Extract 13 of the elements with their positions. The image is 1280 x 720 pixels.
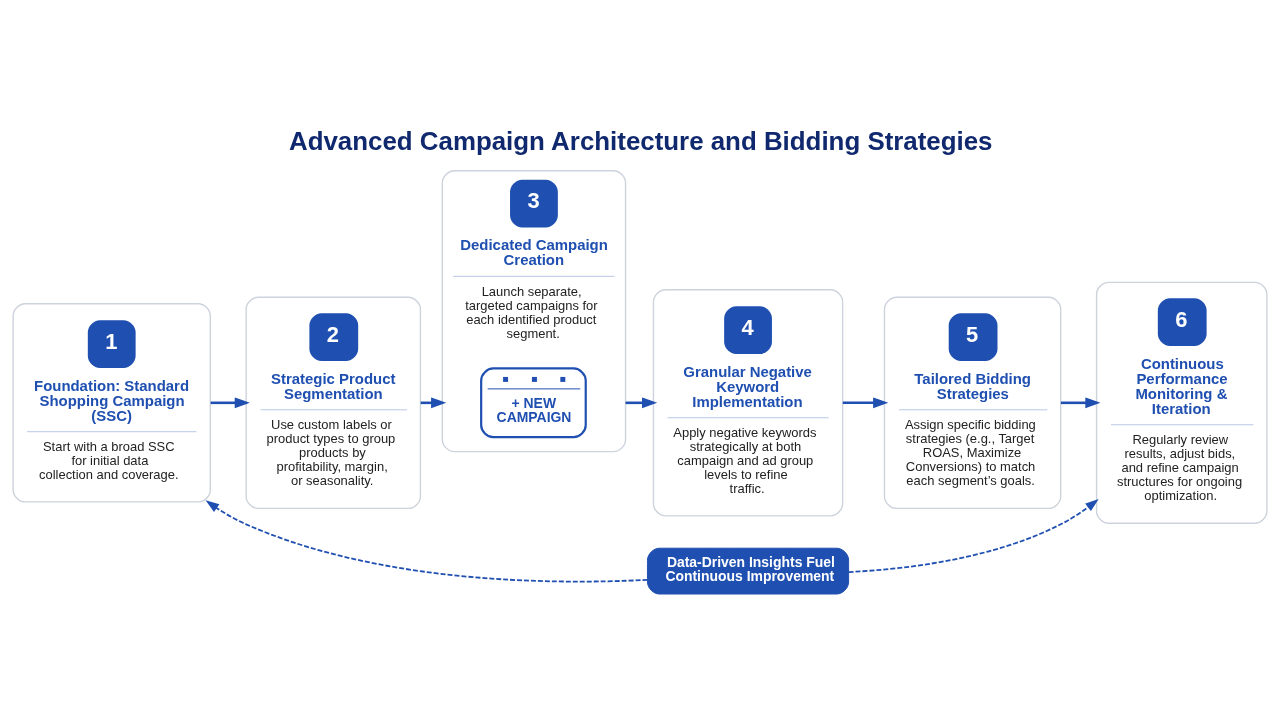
arrow xyxy=(1060,397,1101,409)
node-box: 1 Foundation: Standard Shopping Campaign (SSC) Start with a broad SSC for initial data collection and coverage. xyxy=(12,303,211,503)
arrow xyxy=(205,500,649,583)
node-box: Data-Driven Insights Fuel Continuous Improvement xyxy=(646,547,850,595)
arrow xyxy=(210,397,250,409)
node-box: 5 Tailored Bidding Strategies Assign specific bidding strategies (e.g., Target ROAS, Maximize Conversions) to match each segment’s goals. xyxy=(883,296,1062,510)
node-box: 4 Granular Negative Keyword Implementation Apply negative keywords strategically at both campaign and ad group levels to refine traffic. xyxy=(652,289,844,517)
node-box: 2 Strategic Product Segmentation Use custom labels or product types to group products by profitability, margin, or seasonality. xyxy=(245,296,422,510)
arrow xyxy=(847,498,1099,573)
node-box: 6 Continuous Performance Monitoring & Iteration Regularly review results, adjust bids, and refine campaign structures for ongoing optimization. xyxy=(1095,281,1268,524)
diagram-title: Advanced Campaign Architecture and Bidding Strategies xyxy=(288,126,993,155)
arrow xyxy=(842,397,889,409)
node-box: + NEW CAMPAIGN xyxy=(480,367,587,439)
